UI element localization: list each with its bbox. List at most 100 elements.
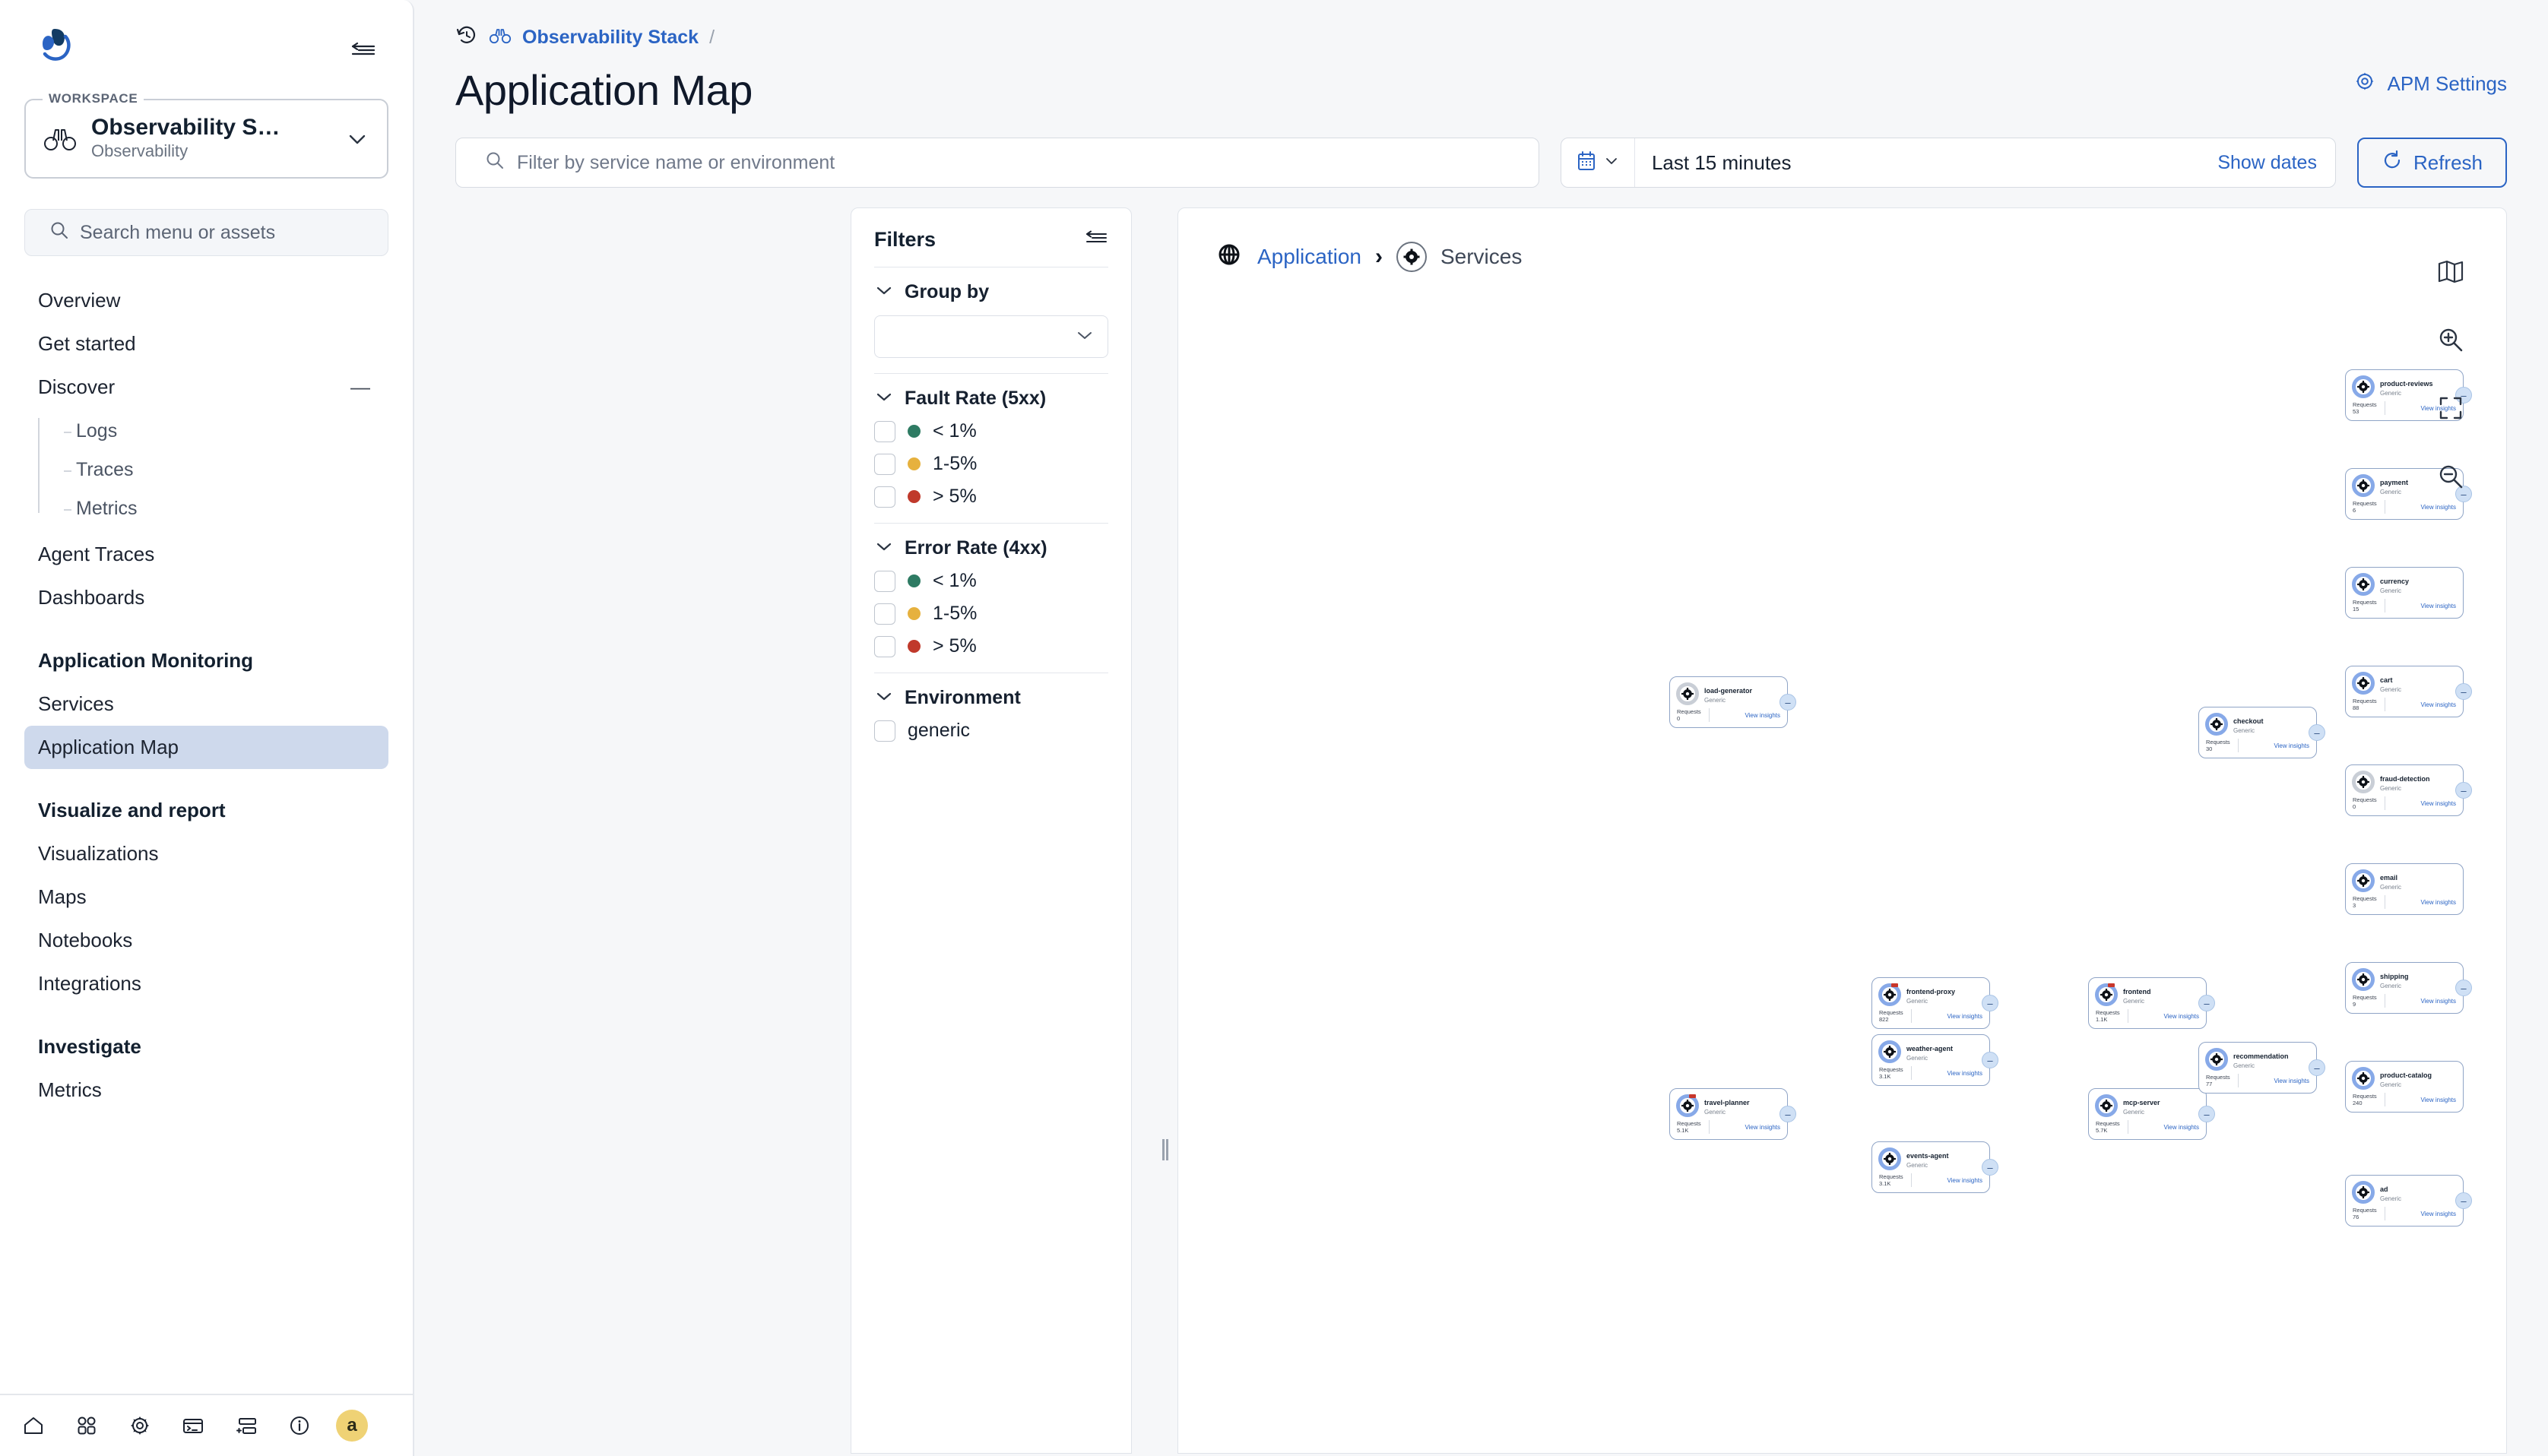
- panel-resize-handle[interactable]: [1159, 1135, 1171, 1165]
- sidebar-item-metrics-discover[interactable]: Metrics: [64, 489, 388, 528]
- sidebar-item-integrations[interactable]: Integrations: [24, 962, 388, 1005]
- view-insights-link[interactable]: View insights: [2163, 1123, 2199, 1131]
- view-insights-link[interactable]: View insights: [2420, 1096, 2456, 1103]
- node-collapse-toggle-frontend[interactable]: –: [2198, 995, 2215, 1011]
- node-collapse-toggle-travel-planner[interactable]: –: [1779, 1106, 1796, 1122]
- avatar[interactable]: a: [336, 1410, 368, 1442]
- sidebar-item-dashboards[interactable]: Dashboards: [24, 576, 388, 619]
- home-icon[interactable]: [17, 1409, 50, 1442]
- view-insights-link[interactable]: View insights: [2420, 701, 2456, 708]
- view-insights-link[interactable]: View insights: [2274, 742, 2309, 749]
- add-panel-icon[interactable]: [230, 1409, 263, 1442]
- node-collapse-toggle-shipping[interactable]: –: [2455, 980, 2472, 996]
- zoom-out-icon[interactable]: [2433, 459, 2468, 494]
- history-icon[interactable]: [455, 24, 478, 51]
- node-collapse-toggle-frontend-proxy[interactable]: –: [1982, 995, 1998, 1011]
- sidebar-item-visualizations[interactable]: Visualizations: [24, 832, 388, 875]
- checkbox[interactable]: [874, 453, 895, 475]
- checkbox[interactable]: [874, 603, 895, 625]
- view-insights-link[interactable]: View insights: [2420, 799, 2456, 807]
- service-filter-input[interactable]: Filter by service name or environment: [455, 138, 1539, 188]
- node-collapse-toggle-mcp-server[interactable]: –: [2198, 1106, 2215, 1122]
- sidebar-item-metrics-investigate[interactable]: Metrics: [24, 1068, 388, 1112]
- sidebar-item-agent-traces[interactable]: Agent Traces: [24, 533, 388, 576]
- node-collapse-toggle-ad[interactable]: –: [2455, 1192, 2472, 1209]
- zoom-in-icon[interactable]: [2433, 322, 2468, 357]
- console-icon[interactable]: [176, 1409, 210, 1442]
- view-insights-link[interactable]: View insights: [2420, 503, 2456, 511]
- sidebar-item-overview[interactable]: Overview: [24, 279, 388, 322]
- sidebar-item-maps[interactable]: Maps: [24, 875, 388, 919]
- gear-icon[interactable]: [123, 1409, 157, 1442]
- filter-option[interactable]: generic: [874, 720, 1108, 742]
- node-collapse-toggle-checkout[interactable]: –: [2309, 724, 2325, 741]
- application-map-canvas[interactable]: Application › Services: [1177, 207, 2507, 1454]
- node-collapse-toggle-weather-agent[interactable]: –: [1982, 1052, 1998, 1068]
- filter-group-header[interactable]: Error Rate (4xx): [874, 537, 1108, 559]
- breadcrumb-observability-stack[interactable]: Observability Stack: [522, 26, 699, 48]
- filter-option[interactable]: < 1%: [874, 570, 1108, 592]
- checkbox[interactable]: [874, 570, 895, 592]
- sidebar-item-traces[interactable]: Traces: [64, 451, 388, 489]
- group-by-select[interactable]: [874, 315, 1108, 358]
- map-breadcrumb-application[interactable]: Application: [1257, 244, 1361, 268]
- checkbox[interactable]: [874, 486, 895, 508]
- view-insights-link[interactable]: View insights: [1745, 711, 1780, 719]
- filter-option[interactable]: 1-5%: [874, 603, 1108, 625]
- view-insights-link[interactable]: View insights: [2274, 1077, 2309, 1084]
- view-insights-link[interactable]: View insights: [1947, 1069, 1982, 1077]
- node-collapse-toggle-recommendation[interactable]: –: [2309, 1059, 2325, 1076]
- filter-option[interactable]: > 5%: [874, 635, 1108, 657]
- checkbox[interactable]: [874, 420, 895, 442]
- view-insights-link[interactable]: View insights: [2420, 898, 2456, 906]
- info-icon[interactable]: [283, 1409, 316, 1442]
- workspace-selector[interactable]: WORKSPACE Observability S… Observability: [24, 91, 388, 179]
- view-insights-link[interactable]: View insights: [2163, 1012, 2199, 1020]
- checkbox[interactable]: [874, 720, 895, 742]
- filter-option[interactable]: 1-5%: [874, 453, 1108, 475]
- filter-group-header[interactable]: Group by: [874, 281, 1108, 303]
- sidebar-search-input[interactable]: Search menu or assets: [24, 209, 388, 256]
- node-collapse-toggle-events-agent[interactable]: –: [1982, 1159, 1998, 1176]
- view-insights-link[interactable]: View insights: [1947, 1012, 1982, 1020]
- collapse-minus-icon[interactable]: —: [350, 375, 370, 398]
- filter-group-header[interactable]: Fault Rate (5xx): [874, 388, 1108, 410]
- node-collapse-toggle-product-reviews[interactable]: –: [2455, 387, 2472, 404]
- sidebar-item-notebooks[interactable]: Notebooks: [24, 919, 388, 962]
- checkbox[interactable]: [874, 635, 895, 657]
- calendar-dropdown-button[interactable]: [1561, 138, 1635, 187]
- view-insights-link[interactable]: View insights: [1947, 1176, 1982, 1184]
- sidebar-item-logs[interactable]: Logs: [64, 412, 388, 451]
- node-collapse-toggle-payment[interactable]: –: [2455, 486, 2472, 502]
- minimap-icon[interactable]: [2433, 254, 2468, 289]
- sidebar-item-services[interactable]: Services: [24, 682, 388, 726]
- node-collapse-toggle-cart[interactable]: –: [2455, 683, 2472, 700]
- view-insights-link[interactable]: View insights: [2420, 997, 2456, 1005]
- apps-grid-icon[interactable]: [70, 1409, 103, 1442]
- node-collapse-toggle-fraud-detection[interactable]: –: [2455, 782, 2472, 799]
- node-collapse-toggle-load-generator[interactable]: –: [1779, 694, 1796, 711]
- sidebar-collapse-icon[interactable]: [347, 33, 381, 67]
- filter-option[interactable]: < 1%: [874, 420, 1108, 442]
- view-insights-link[interactable]: View insights: [2420, 602, 2456, 609]
- sidebar-item-application-map[interactable]: Application Map: [24, 726, 388, 769]
- sidebar-item-discover[interactable]: Discover —: [24, 366, 388, 409]
- date-range-value[interactable]: Last 15 minutes: [1651, 150, 1792, 174]
